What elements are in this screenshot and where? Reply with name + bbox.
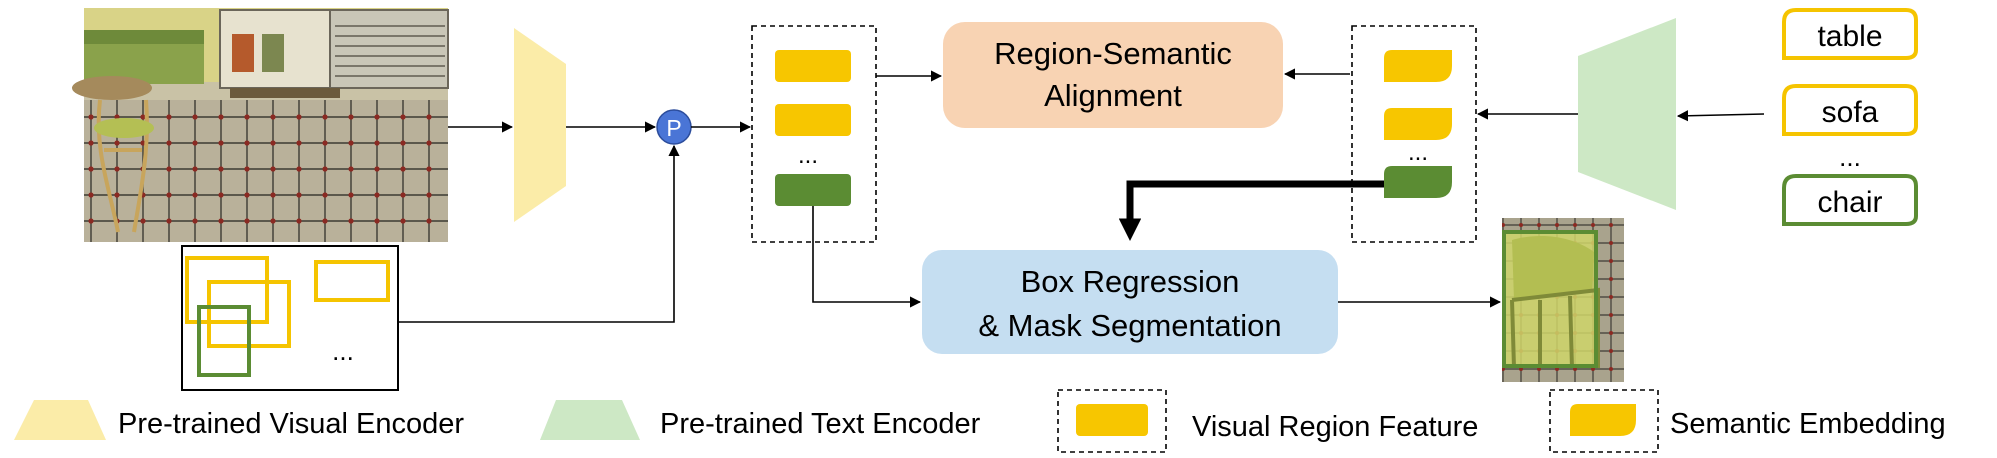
- visual-encoder: [514, 28, 566, 222]
- pooling-node-icon: P: [656, 109, 692, 145]
- text-encoder: [1578, 18, 1676, 210]
- alignment-box: Region-Semantic Alignment: [943, 22, 1283, 128]
- region-feature-ellipsis: ...: [798, 142, 818, 169]
- legend: Pre-trained Visual Encoder Pre-trained T…: [14, 389, 1946, 453]
- visual-region-features: ...: [751, 25, 877, 243]
- left-connectors: [398, 121, 752, 323]
- right-connectors: [812, 68, 1765, 308]
- semantic-embeddings: ...: [1351, 25, 1477, 243]
- legend-visual-encoder-label: Pre-trained Visual Encoder: [118, 408, 464, 440]
- region-proposal-boxes: ...: [181, 245, 399, 391]
- regression-box: Box Regression & Mask Segmentation: [922, 250, 1338, 354]
- legend-semantic-embedding-swatch: [1570, 404, 1636, 436]
- regression-line2: & Mask Segmentation: [978, 308, 1281, 343]
- legend-text-encoder-label: Pre-trained Text Encoder: [660, 408, 981, 440]
- regression-line1: Box Regression: [1021, 264, 1240, 299]
- legend-region-feature-swatch: [1076, 404, 1148, 436]
- alignment-line1: Region-Semantic: [994, 36, 1232, 71]
- input-room-image: [72, 8, 449, 242]
- category-labels: table sofa ... chair: [1782, 8, 1918, 226]
- pool-label: P: [666, 115, 681, 141]
- proposal-ellipsis: ...: [332, 336, 354, 366]
- legend-semantic-embedding-label: Semantic Embedding: [1670, 408, 1946, 440]
- legend-text-encoder-swatch: [540, 400, 640, 440]
- category-chair: chair: [1817, 186, 1882, 219]
- segmented-chair-image: [1502, 218, 1624, 382]
- category-ellipsis: ...: [1839, 142, 1861, 172]
- semantic-to-regression-arrow: [1118, 180, 1384, 241]
- legend-visual-encoder-swatch: [14, 400, 106, 440]
- alignment-line2: Alignment: [1044, 78, 1182, 113]
- semantic-ellipsis: ...: [1408, 139, 1428, 166]
- category-sofa: sofa: [1822, 96, 1879, 129]
- category-table: table: [1817, 20, 1882, 53]
- legend-region-feature-label: Visual Region Feature: [1192, 411, 1478, 443]
